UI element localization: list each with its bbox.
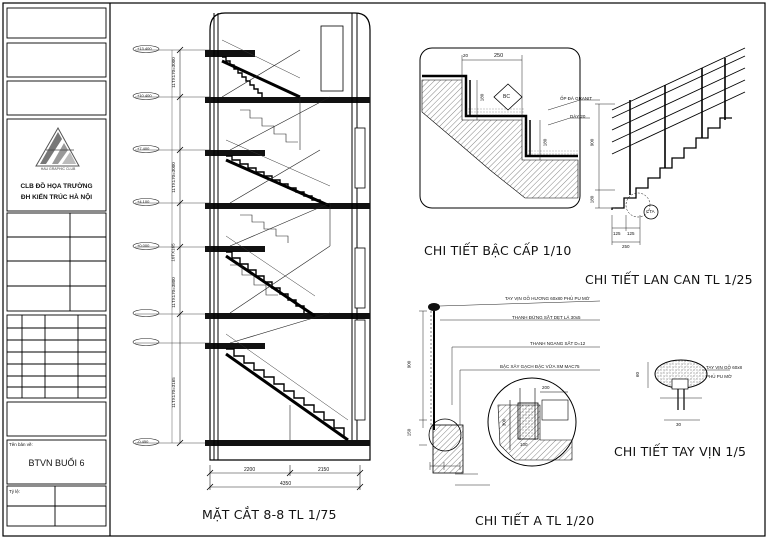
- flight-dim: 11TX170=3165: [170, 377, 176, 408]
- detail-a-note: TAY VỊN GỖ HƯƠNG 60x80 PHỦ PU MỜ: [505, 296, 590, 301]
- level-mark: +13.400: [137, 46, 152, 51]
- step-tag: BC: [503, 94, 510, 100]
- step-dim: 180: [542, 138, 548, 147]
- railing-tag: CTA: [646, 209, 655, 214]
- railing-dim: 900: [589, 138, 595, 147]
- bottom-dim: 2150: [318, 467, 330, 473]
- detail-a-dim: 300: [501, 418, 507, 427]
- section-caption: MẶT CẮT 8-8 TL 1/75: [202, 507, 337, 522]
- club-name-line2: ĐH KIẾN TRÚC HÀ NỘI: [20, 194, 93, 201]
- flight-dim: 11TX170=3000: [170, 162, 176, 193]
- step-note: ỐP ĐÁ GRANIT: [560, 96, 593, 101]
- section-view: [132, 12, 371, 491]
- railing-caption: CHI TIẾT LAN CAN TL 1/25: [585, 272, 753, 287]
- title-block: [6, 7, 107, 527]
- flight-dim: 11TX170=3800: [170, 277, 176, 308]
- level-mark: +7.400: [137, 146, 150, 151]
- step-dim: 180: [479, 93, 485, 102]
- railing-dim: 180: [589, 195, 595, 204]
- drawing-name: BTVN BUỔI 6: [28, 458, 85, 468]
- detail-a-note: THANH ĐỨNG SẮT DẸT LÁ 30x5: [512, 315, 581, 320]
- step-note: DÀY 20: [570, 114, 586, 119]
- step-dim: 20: [463, 53, 469, 58]
- flight-dim: 10TX165: [170, 243, 176, 262]
- detail-a-caption: CHI TIẾT A TL 1/20: [475, 513, 595, 528]
- club-logo: [35, 126, 80, 167]
- handrail-detail: [647, 359, 730, 421]
- club-logo-text: HAU GRAPHIC CLUB: [40, 167, 76, 171]
- step-detail: [419, 47, 600, 209]
- club-name-line1: CLB ĐỒ HỌA TRƯỜNG: [20, 183, 93, 190]
- level-mark: +10.400: [137, 93, 152, 98]
- detail-a-dim: 100: [520, 442, 528, 447]
- detail-a-note: BẬC XÂY GẠCH ĐẶC VỮA XM MAC75: [500, 364, 580, 369]
- level-mark: -0.450: [137, 439, 149, 444]
- railing-dim: 125: [627, 231, 635, 236]
- railing-dim: 250: [622, 244, 630, 249]
- handrail-note: PHỦ PU MỜ: [706, 374, 732, 379]
- detail-a-dim: 150: [406, 428, 412, 437]
- step-detail-caption: CHI TIẾT BẬC CẤP 1/10: [424, 243, 572, 258]
- scale-label: Tỷ lệ:: [9, 489, 21, 494]
- handrail-dim: 30: [676, 422, 682, 427]
- total-dim: 4350: [280, 481, 292, 487]
- level-mark: +4.100: [137, 199, 150, 204]
- railing-dim: 125: [613, 231, 621, 236]
- flight-dim: 11TX170=3000: [170, 57, 176, 88]
- detail-a-dim: 900: [406, 360, 412, 369]
- bottom-dim: 2200: [244, 467, 256, 473]
- detail-a-note: THANH NGANG SẮT D=12: [530, 341, 586, 346]
- detail-a: [419, 300, 601, 486]
- railing-detail: [595, 47, 746, 245]
- handrail-caption: CHI TIẾT TAY VỊN 1/5: [614, 444, 747, 459]
- handrail-dim: 60: [635, 371, 641, 378]
- level-mark: +0.000: [137, 243, 150, 248]
- detail-a-dim: 200: [542, 385, 550, 390]
- step-dim: 250: [494, 53, 504, 59]
- handrail-note: TAY VỊN GỖ 60x8: [706, 365, 743, 370]
- drawing-name-label: Tên bản vẽ:: [9, 442, 33, 447]
